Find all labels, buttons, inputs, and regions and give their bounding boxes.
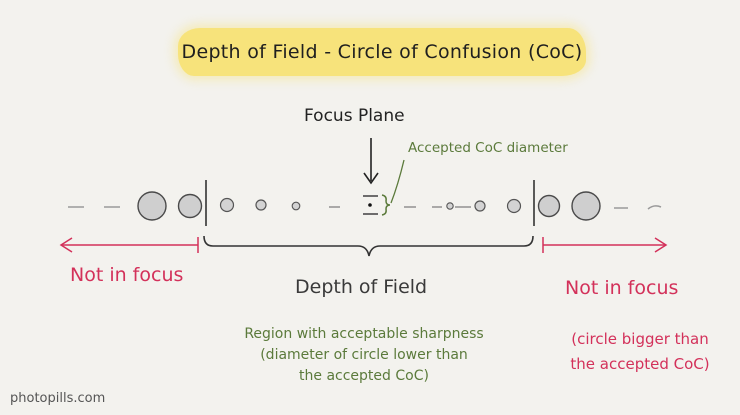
coc-circle bbox=[506, 198, 522, 214]
coc-pointer bbox=[390, 159, 405, 204]
diagram-title: Depth of Field - Circle of Confusion (Co… bbox=[181, 41, 583, 63]
focus-plane-label: Focus Plane bbox=[304, 106, 405, 126]
sharpness-note-line: the accepted CoC) bbox=[299, 368, 429, 384]
out-of-focus-note-line: the accepted CoC) bbox=[570, 355, 710, 373]
coc-circle bbox=[571, 191, 601, 221]
coc-circle bbox=[537, 194, 561, 218]
arrow-head-right bbox=[654, 237, 668, 253]
coc-circle bbox=[219, 197, 235, 213]
accepted-coc-label: Accepted CoC diameter bbox=[408, 140, 568, 156]
focus-arrow-head bbox=[363, 172, 379, 185]
out-of-focus-note-line: (circle bigger than bbox=[571, 330, 709, 348]
coc-circle bbox=[474, 200, 486, 212]
sharpness-note-line: Region with acceptable sharpness bbox=[244, 326, 484, 342]
coc-circle bbox=[446, 202, 454, 210]
depth-of-field-label: Depth of Field bbox=[295, 276, 428, 298]
watermark: photopills.com bbox=[10, 391, 106, 406]
dash-mark bbox=[647, 205, 662, 210]
not-in-focus-left-label: Not in focus bbox=[70, 264, 184, 286]
sharpness-note: Region with acceptable sharpness (diamet… bbox=[214, 324, 514, 387]
title-highlight bbox=[178, 28, 586, 76]
arrow-head-left bbox=[59, 237, 73, 253]
focus-point bbox=[368, 203, 372, 207]
sharpness-note-line: (diameter of circle lower than bbox=[260, 347, 468, 363]
coc-circle bbox=[291, 201, 301, 211]
coc-circle bbox=[137, 191, 167, 221]
out-of-focus-note: (circle bigger than the accepted CoC) bbox=[540, 327, 740, 377]
coc-circle bbox=[255, 199, 267, 211]
dof-bracket bbox=[203, 235, 534, 257]
coc-circle bbox=[177, 193, 203, 219]
coc-brace bbox=[381, 194, 391, 216]
not-in-focus-right-label: Not in focus bbox=[565, 277, 679, 299]
